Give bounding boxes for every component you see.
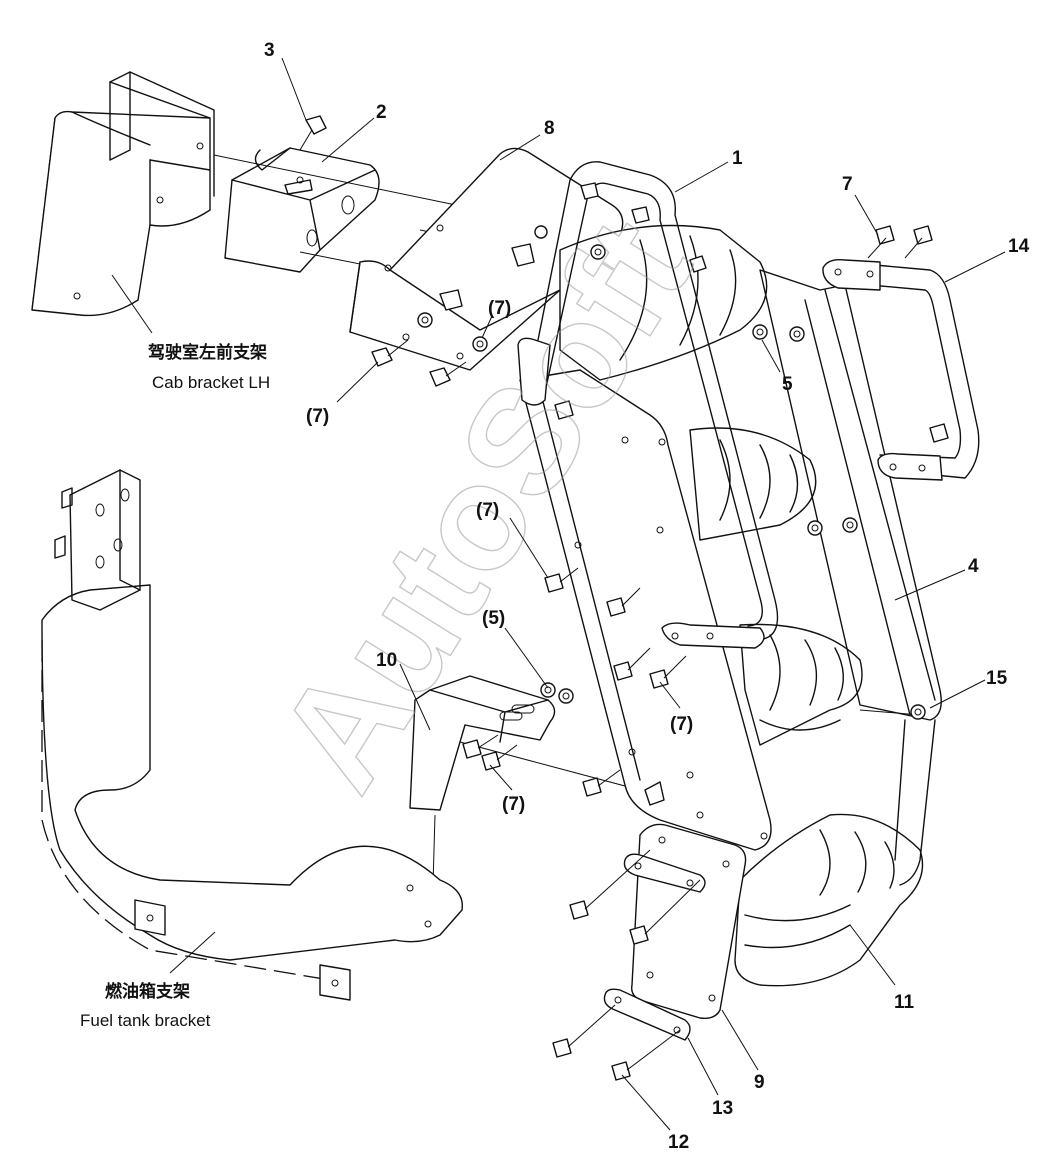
leader-lines — [281, 57, 1006, 1131]
bolt — [929, 423, 949, 443]
main-ladder-plate — [519, 369, 772, 851]
part-13-strips — [603, 853, 706, 1041]
part-9-plate — [630, 823, 747, 1020]
cab-bracket-caption-cn: 驾驶室左前支架 — [148, 342, 267, 363]
callout-15: 15 — [986, 668, 1008, 689]
bolt — [511, 243, 535, 267]
callout-7-paren: (7) — [476, 500, 499, 521]
bolt — [429, 361, 467, 387]
bolt — [439, 289, 463, 311]
callout-5-paren: (5) — [482, 608, 505, 629]
cab-bracket-caption-en: Cab bracket LH — [152, 373, 270, 392]
callout-labels: 3 2 8 1 7 14 (7) 5 (7) (7) 4 (5) 10 15 (… — [264, 40, 1030, 1153]
callout-10: 10 — [376, 650, 397, 671]
fuel-tank-bracket — [41, 469, 464, 1001]
fuel-tank-caption-cn: 燃油箱支架 — [105, 981, 190, 1002]
part-4-side-plate — [759, 269, 942, 886]
step-assembly — [559, 224, 924, 987]
callout-1: 1 — [732, 148, 743, 169]
callout-7-paren: (7) — [670, 714, 693, 735]
bolt — [569, 849, 651, 920]
callout-14: 14 — [1008, 236, 1030, 257]
part-2-bracket — [224, 147, 380, 273]
nut — [789, 326, 805, 342]
callout-11: 11 — [894, 992, 915, 1013]
nut — [417, 312, 433, 328]
nut — [807, 520, 823, 536]
callout-9: 9 — [754, 1072, 765, 1093]
bolt — [649, 655, 687, 689]
bolt — [481, 744, 518, 771]
fasteners — [371, 182, 949, 1081]
callout-7-paren: (7) — [502, 794, 525, 815]
callout-7: 7 — [842, 174, 853, 195]
bolt — [904, 225, 933, 259]
bolt — [580, 182, 599, 200]
nut — [590, 244, 606, 260]
nut — [534, 225, 548, 239]
bolt — [689, 255, 707, 273]
bolt — [629, 879, 701, 945]
bolt — [611, 1029, 681, 1081]
part-14-handrail — [822, 258, 980, 481]
nut — [558, 688, 574, 704]
nut — [842, 517, 858, 533]
callout-8: 8 — [544, 118, 555, 139]
bolt — [606, 587, 641, 617]
nut — [752, 324, 768, 340]
bolt-3 — [299, 115, 327, 151]
cab-bracket-lh — [31, 71, 215, 317]
callout-12: 12 — [668, 1132, 689, 1153]
bolt — [371, 339, 409, 367]
part-10-bracket — [409, 675, 556, 811]
bolt — [631, 206, 650, 224]
callout-13: 13 — [712, 1098, 733, 1119]
bolt — [613, 647, 651, 681]
bolt — [544, 567, 579, 593]
nut — [540, 682, 556, 698]
callout-7-paren: (7) — [306, 406, 329, 427]
fuel-tank-caption-en: Fuel tank bracket — [80, 1011, 211, 1030]
callout-2: 2 — [376, 102, 387, 123]
callout-7-paren: (7) — [488, 298, 511, 319]
bolt — [582, 769, 621, 797]
nut — [472, 336, 488, 352]
nut — [910, 704, 926, 720]
bolt — [552, 1004, 616, 1058]
bolt — [867, 225, 895, 259]
bolt — [554, 400, 574, 420]
callout-3: 3 — [264, 40, 275, 61]
callout-4: 4 — [968, 556, 979, 577]
callout-5: 5 — [782, 374, 793, 395]
bolt — [462, 734, 499, 759]
